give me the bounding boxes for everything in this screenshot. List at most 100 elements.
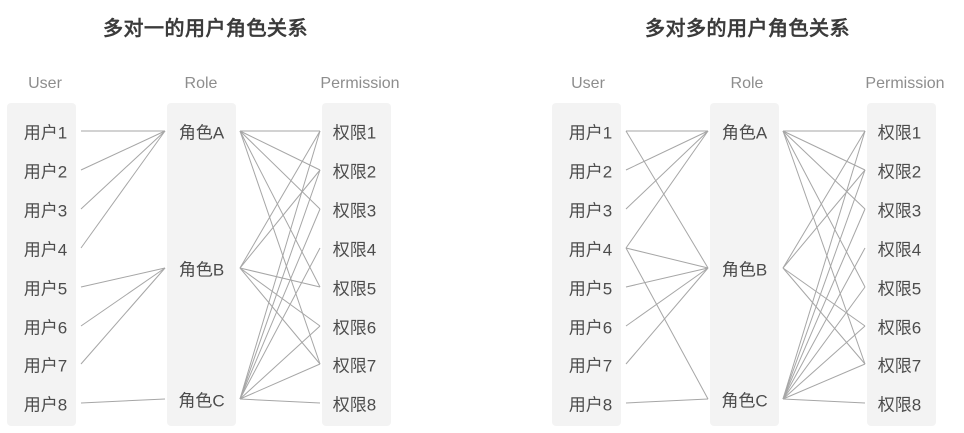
role-label: 角色C: [178, 391, 225, 411]
user-role-edge: [625, 247, 709, 400]
role-permission-edge: [782, 130, 866, 210]
user-role-edge: [625, 398, 709, 404]
role-label: 角色A: [721, 123, 768, 143]
permission-column-band: [322, 103, 391, 426]
user-label: 用户5: [568, 279, 613, 299]
user-label: 用户3: [23, 201, 68, 221]
user-label: 用户5: [23, 279, 68, 299]
permission-label: 权限6: [877, 318, 922, 338]
permission-label: 权限1: [332, 123, 377, 143]
role-label: 角色A: [178, 123, 225, 143]
column-header-permission: Permission: [320, 75, 400, 92]
role-permission-edge: [239, 267, 321, 288]
user-label: 用户1: [23, 123, 68, 143]
role-permission-edge: [782, 208, 866, 400]
permission-column-band: [867, 103, 936, 426]
permission-label: 权限4: [332, 240, 377, 260]
role-permission-edge: [239, 130, 321, 269]
user-role-edge: [80, 398, 166, 404]
role-permission-edge: [239, 247, 321, 400]
role-permission-edge: [782, 267, 866, 365]
permission-label: 权限5: [877, 279, 922, 299]
permission-label: 权限2: [877, 162, 922, 182]
role-permission-edge: [782, 130, 866, 288]
role-column-band: [710, 103, 779, 426]
role-permission-edge: [239, 208, 321, 400]
role-permission-edge: [782, 398, 866, 404]
user-label: 用户4: [23, 240, 68, 260]
user-label: 用户2: [568, 162, 613, 182]
user-role-edge: [80, 267, 166, 327]
user-label: 用户3: [568, 201, 613, 221]
user-label: 用户2: [23, 162, 68, 182]
user-label: 用户6: [23, 318, 68, 338]
permission-label: 权限7: [877, 356, 922, 376]
permission-label: 权限3: [877, 201, 922, 221]
user-role-edge: [625, 267, 709, 288]
user-role-edge: [625, 130, 709, 171]
role-permission-edge: [239, 398, 321, 404]
column-header-user: User: [28, 75, 62, 92]
role-permission-edge: [239, 267, 321, 327]
role-permission-edge: [782, 267, 866, 327]
user-role-edge: [625, 130, 709, 210]
permission-label: 权限6: [332, 318, 377, 338]
permission-label: 权限5: [332, 279, 377, 299]
role-permission-edge: [239, 363, 321, 400]
permission-label: 权限2: [332, 162, 377, 182]
user-label: 用户8: [568, 395, 613, 415]
permission-label: 权限3: [332, 201, 377, 221]
user-role-edge: [80, 130, 166, 210]
role-permission-edge: [782, 247, 866, 400]
user-role-edge: [625, 130, 709, 269]
column-header-role: Role: [730, 75, 764, 92]
user-label: 用户1: [568, 123, 613, 143]
role-permission-edge: [239, 130, 321, 365]
user-column-band: [7, 103, 76, 426]
role-permission-edge: [239, 325, 321, 400]
role-permission-edge: [239, 130, 321, 288]
role-permission-edge: [782, 363, 866, 400]
role-permission-edge: [782, 130, 866, 269]
role-permission-edge: [782, 169, 866, 400]
column-header-role: Role: [184, 75, 218, 92]
user-label: 用户6: [568, 318, 613, 338]
permission-label: 权限8: [332, 395, 377, 415]
role-permission-edge: [782, 169, 866, 269]
role-permission-edge: [782, 325, 866, 400]
column-header-permission: Permission: [865, 75, 945, 92]
role-label: 角色B: [178, 260, 225, 280]
user-label: 用户7: [568, 356, 613, 376]
role-permission-edge: [239, 169, 321, 269]
user-role-edge: [80, 267, 166, 365]
diagram-title: 多对一的用户角色关系: [103, 18, 308, 40]
user-role-edge: [80, 130, 166, 171]
role-label: 角色C: [721, 391, 768, 411]
role-permission-edge: [239, 130, 321, 171]
role-permission-edge: [782, 130, 866, 365]
role-label: 角色B: [721, 260, 768, 280]
user-label: 用户4: [568, 240, 613, 260]
user-role-edge: [625, 267, 709, 365]
role-permission-edge: [239, 130, 321, 400]
role-permission-edge: [782, 130, 866, 400]
permission-label: 权限7: [332, 356, 377, 376]
user-column-band: [552, 103, 621, 426]
column-header-user: User: [571, 75, 605, 92]
permission-label: 权限1: [877, 123, 922, 143]
user-role-edge: [80, 267, 166, 288]
role-permission-edge: [782, 130, 866, 171]
user-role-edge: [625, 130, 709, 249]
role-permission-edge: [239, 169, 321, 400]
role-permission-edge: [239, 130, 321, 210]
user-role-edge: [80, 130, 166, 249]
user-role-edge: [625, 267, 709, 327]
role-column-band: [167, 103, 236, 426]
role-permission-edge: [782, 286, 866, 400]
permission-label: 权限8: [877, 395, 922, 415]
role-permission-edge: [239, 267, 321, 365]
